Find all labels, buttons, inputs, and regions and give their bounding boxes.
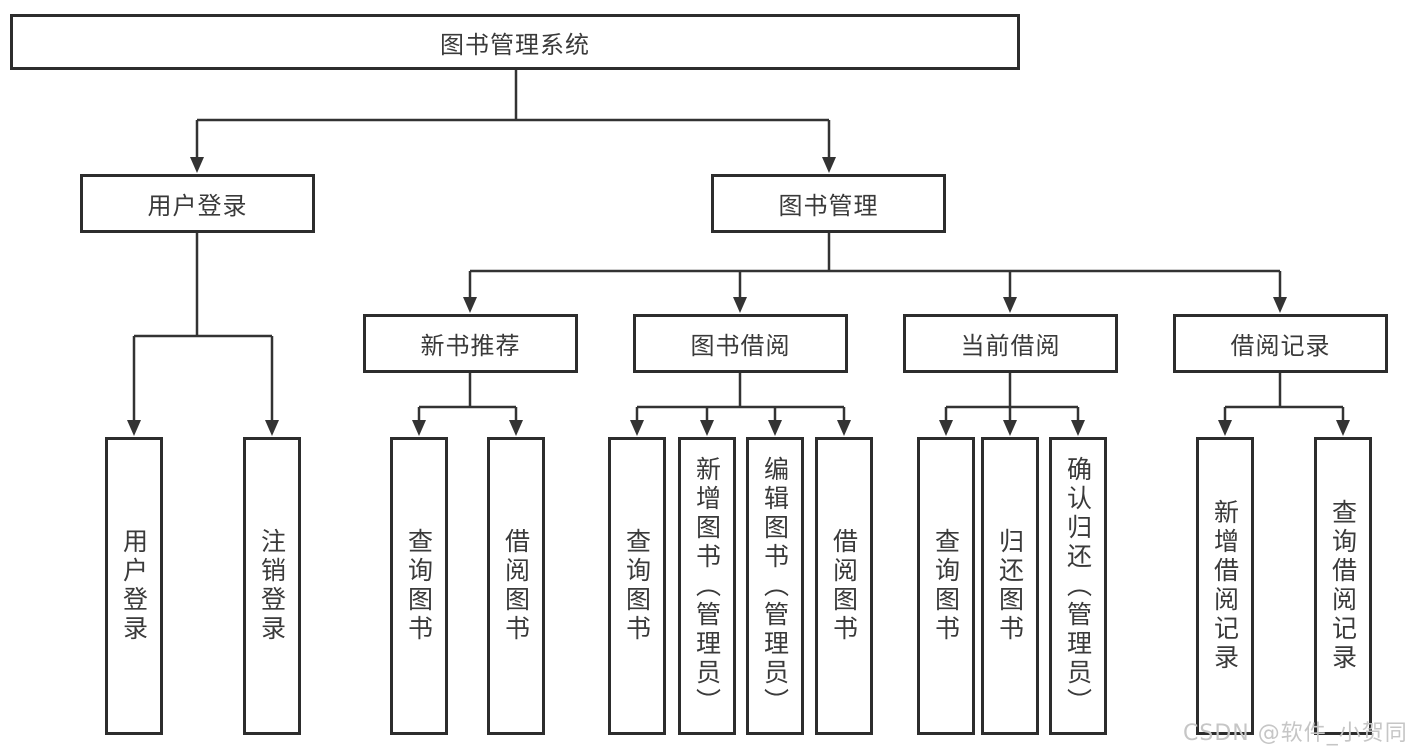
node-user-login: 用户登录 — [80, 174, 315, 233]
node-borrow-records: 借阅记录 — [1173, 314, 1388, 373]
leaf-user-login: 用户登录 — [105, 437, 163, 735]
leaf-borrow-query-books: 查询图书 — [608, 437, 666, 735]
connector-recommend-to-leaves — [412, 373, 523, 436]
leaf-records-add-record: 新增借阅记录 — [1196, 437, 1254, 735]
leaf-recommend-borrow-books: 借阅图书 — [487, 437, 545, 735]
leaf-logout: 注销登录 — [243, 437, 301, 735]
connector-current-to-leaves — [939, 373, 1085, 436]
connector-root-to-level2 — [190, 70, 836, 173]
leaf-borrow-borrow-books: 借阅图书 — [815, 437, 873, 735]
leaf-borrow-edit-books-admin: 编辑图书（管理员） — [746, 437, 804, 735]
node-library-management-system: 图书管理系统 — [10, 14, 1020, 70]
node-current-borrow: 当前借阅 — [903, 314, 1118, 373]
connector-records-to-leaves — [1218, 373, 1350, 436]
csdn-watermark: CSDN @软件_小贺同学 — [1183, 721, 1405, 746]
leaf-borrow-add-books-admin: 新增图书（管理员） — [678, 437, 736, 735]
connector-management-to-level3 — [463, 233, 1287, 313]
node-book-management: 图书管理 — [711, 174, 946, 233]
leaf-current-query-books: 查询图书 — [917, 437, 975, 735]
leaf-recommend-query-books: 查询图书 — [390, 437, 448, 735]
leaf-records-query-record: 查询借阅记录 — [1314, 437, 1372, 735]
connector-borrow-to-leaves — [630, 373, 851, 436]
leaf-current-return-books: 归还图书 — [981, 437, 1039, 735]
connector-login-to-leaves — [127, 233, 279, 436]
node-book-borrow: 图书借阅 — [633, 314, 848, 373]
node-new-book-recommend: 新书推荐 — [363, 314, 578, 373]
leaf-current-confirm-return-admin: 确认归还（管理员） — [1049, 437, 1107, 735]
